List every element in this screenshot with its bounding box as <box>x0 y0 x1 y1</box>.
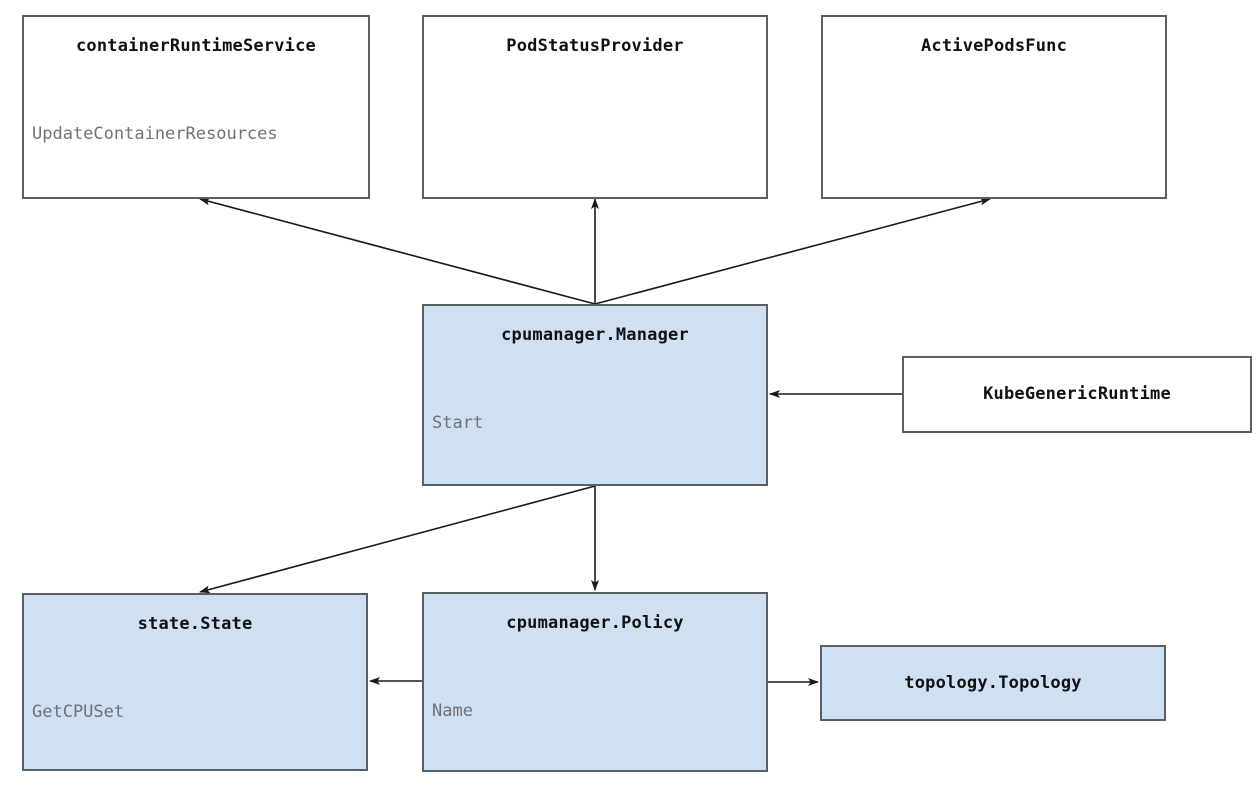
node-title: state.State <box>137 614 253 634</box>
edge-manager-to-containerRuntimeService <box>199 197 596 305</box>
edge-manager-to-activePodsFunc <box>594 197 991 305</box>
node-state-state[interactable]: state.State GetCPUSet GetDefaultCPUSet S… <box>22 593 368 771</box>
node-members: UpdateContainerResources <box>24 74 368 194</box>
node-title: cpumanager.Manager <box>501 325 689 345</box>
node-title: ActivePodsFunc <box>920 36 1068 56</box>
edge-manager-to-stateState <box>199 485 596 594</box>
member-item: Name <box>432 701 473 721</box>
node-title: PodStatusProvider <box>506 36 684 56</box>
node-cpumanager-policy[interactable]: cpumanager.Policy Name AddContainer Remo… <box>422 592 768 772</box>
node-title: cpumanager.Policy <box>506 613 684 633</box>
node-active-pods-func[interactable]: ActivePodsFunc <box>821 15 1167 199</box>
member-item: UpdateContainerResources <box>32 124 278 144</box>
node-cpumanager-manager[interactable]: cpumanager.Manager Start AddContainer Re… <box>422 304 768 486</box>
node-title: topology.Topology <box>904 673 1082 693</box>
node-kube-generic-runtime[interactable]: KubeGenericRuntime <box>902 356 1252 433</box>
member-item: AddContainer <box>432 483 766 484</box>
node-members: Start AddContainer RemoveContainer State <box>424 363 766 484</box>
member-item: GetCPUSet <box>32 702 125 722</box>
node-container-runtime-service[interactable]: containerRuntimeService UpdateContainerR… <box>22 15 370 199</box>
node-title: KubeGenericRuntime <box>983 384 1171 404</box>
node-topology-topology[interactable]: topology.Topology <box>820 645 1166 721</box>
node-title: containerRuntimeService <box>75 36 316 56</box>
member-item: AddContainer <box>432 771 766 772</box>
node-members: GetCPUSet GetDefaultCPUSet SetCPUSet Set… <box>24 652 366 769</box>
node-pod-status-provider[interactable]: PodStatusProvider <box>422 15 768 199</box>
node-members: Name AddContainer RemoveContainer <box>424 651 766 772</box>
member-item: Start <box>432 413 484 433</box>
